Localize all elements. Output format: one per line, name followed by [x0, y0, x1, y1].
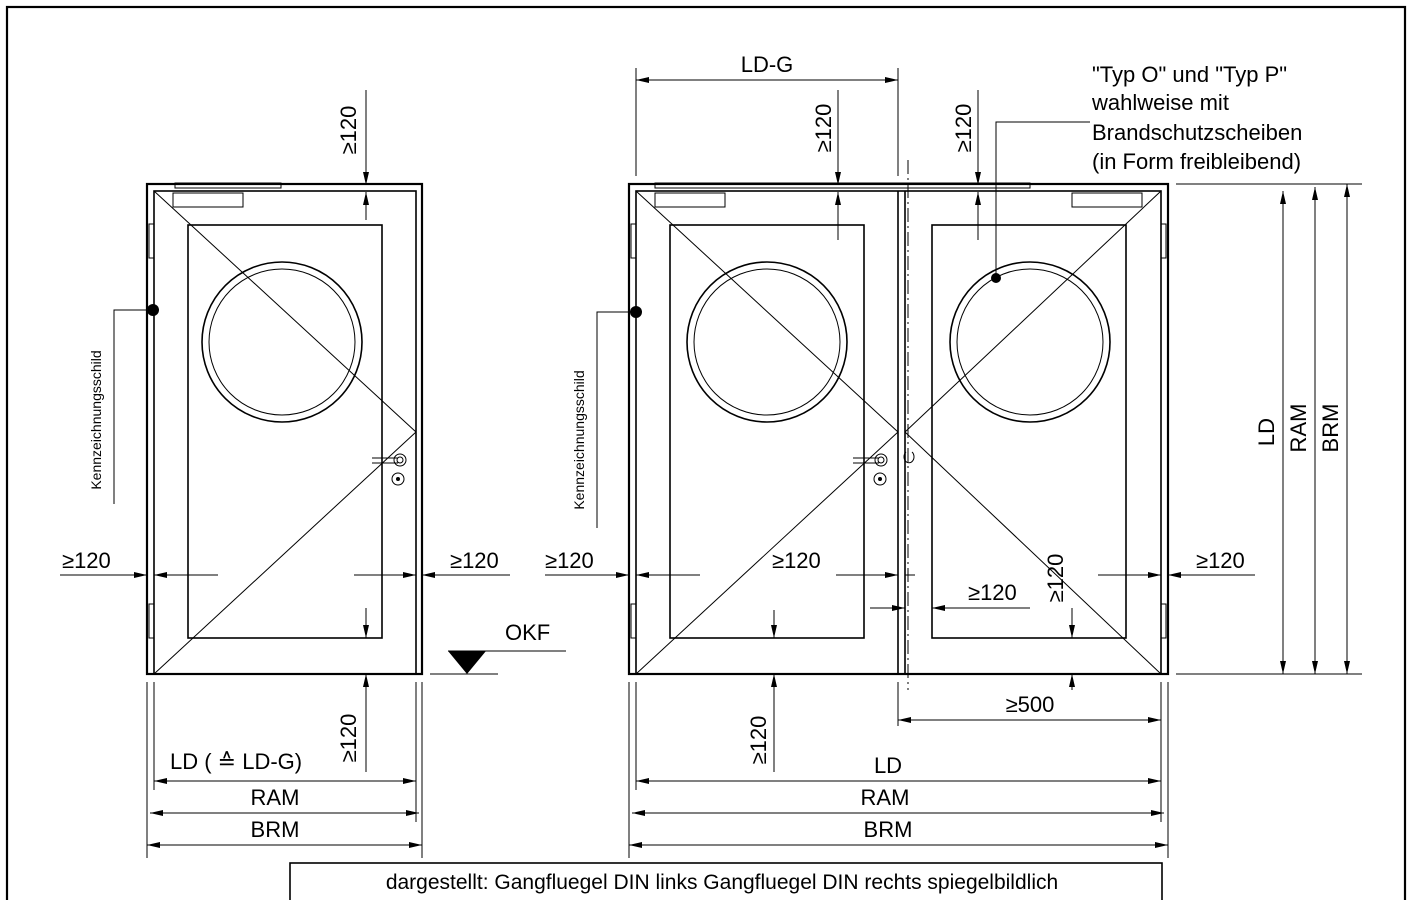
- double-sign-label: Kennzeichnungsschild: [571, 370, 587, 509]
- caption-text: dargestellt: Gangfluegel DIN links Gangf…: [386, 871, 1058, 894]
- glazing-note-line-2: wahlweise mit: [1091, 90, 1229, 115]
- single-door-swing-line-top: [153, 190, 417, 433]
- ldg-label: LD-G: [741, 52, 794, 77]
- single-ld-label: LD ( ≙ LD-G): [170, 749, 302, 774]
- caption-box: [289, 862, 1163, 905]
- double-left-porthole-outer: [686, 261, 848, 423]
- single-ram-label: RAM: [251, 785, 300, 810]
- single-sign-leader: [113, 309, 153, 504]
- single-door-porthole-outer: [201, 261, 363, 423]
- double-left-hinge-top: [630, 223, 637, 259]
- single-door: [145, 182, 424, 676]
- vertical-ram-label: RAM: [1286, 404, 1311, 453]
- single-door-closer-track: [174, 182, 282, 189]
- double-left-side-dim-label: ≥120: [545, 548, 594, 573]
- double-left-top-dim-label: ≥120: [811, 104, 836, 153]
- okf-level-marker: [430, 650, 566, 675]
- double-left-porthole-inner: [693, 268, 841, 416]
- double-brm-label: BRM: [864, 817, 913, 842]
- single-left-dim-label: ≥120: [62, 548, 111, 573]
- drawing-border: [5, 5, 1407, 905]
- glazing-note-leader: [995, 121, 1090, 278]
- okf-label: OKF: [505, 620, 550, 645]
- double-sign-leader: [596, 311, 636, 528]
- single-door-hinge-top: [148, 223, 155, 259]
- glazing-note-line-1: "Typ O" und "Typ P": [1092, 62, 1287, 87]
- single-brm-label: BRM: [251, 817, 300, 842]
- double-door-closer-track: [654, 182, 1031, 189]
- double-ram-label: RAM: [861, 785, 910, 810]
- double-right-glazing-panel: [931, 224, 1127, 639]
- double-left-glazing-panel: [669, 224, 865, 639]
- double-right-top-dim-label: ≥120: [951, 104, 976, 153]
- single-door-swing-line-bottom: [153, 431, 417, 675]
- double-right-hinge-top: [1160, 223, 1167, 259]
- single-top-dim-label: ≥120: [336, 106, 361, 155]
- single-door-porthole-inner: [208, 268, 356, 416]
- single-sign-label: Kennzeichnungsschild: [88, 350, 104, 489]
- single-right-dim-label: ≥120: [450, 548, 499, 573]
- double-right-porthole-outer: [949, 261, 1111, 423]
- vertical-brm-label: BRM: [1318, 404, 1343, 453]
- double-right-bottom-dim-label: ≥120: [1043, 554, 1068, 603]
- single-door-handle-icon: [372, 453, 407, 486]
- glazing-note-line-4: (in Form freibleibend): [1092, 149, 1301, 174]
- double-ld-label: LD: [874, 753, 902, 778]
- vertical-ld-label: LD: [1254, 418, 1279, 446]
- single-door-glazing-panel: [187, 224, 383, 639]
- glazing-note-line-3: Brandschutzscheiben: [1092, 120, 1302, 145]
- single-bottom-dim-label: ≥120: [336, 714, 361, 763]
- double-center-dim-label: ≥120: [772, 548, 821, 573]
- double-right-closer: [1071, 192, 1143, 208]
- double-right-side-dim-label: ≥120: [1196, 548, 1245, 573]
- double-right-inner-dim-label: ≥120: [968, 580, 1017, 605]
- single-door-leaf: [153, 190, 417, 675]
- single-door-hinge-bottom: [148, 603, 155, 639]
- double-left-bottom-dim-label: ≥120: [746, 716, 771, 765]
- ge500-label: ≥500: [1006, 692, 1055, 717]
- double-left-closer: [654, 192, 726, 208]
- double-right-porthole-inner: [956, 268, 1104, 416]
- double-left-handle-icon: [853, 453, 888, 486]
- double-left-hinge-bottom: [630, 603, 637, 639]
- double-door: [627, 160, 1170, 690]
- double-bolt-icon: [903, 451, 915, 464]
- double-right-hinge-bottom: [1160, 603, 1167, 639]
- single-door-closer: [172, 192, 244, 208]
